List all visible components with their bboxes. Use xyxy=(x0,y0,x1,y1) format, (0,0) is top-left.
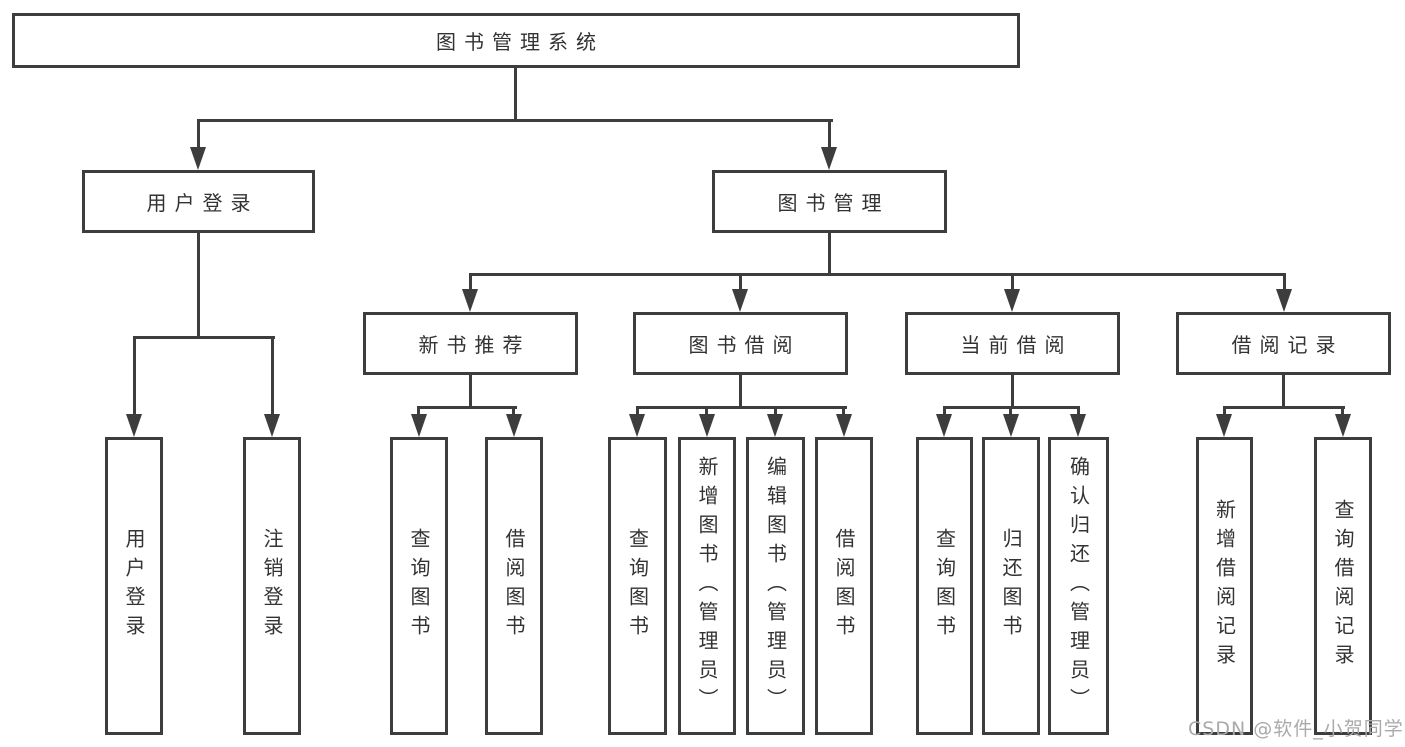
arrow-down-icon xyxy=(1003,414,1019,437)
arrow-down-icon xyxy=(1335,414,1351,437)
connector-segment xyxy=(1282,375,1285,409)
connector-segment xyxy=(469,273,472,292)
arrow-down-icon xyxy=(936,414,952,437)
arrow-down-icon xyxy=(126,414,142,437)
connector-segment xyxy=(943,406,946,418)
connector-segment xyxy=(1077,406,1080,418)
arrow-down-icon xyxy=(264,414,280,437)
node-label: 新增借阅记录 xyxy=(1212,499,1237,673)
node-book-borrow: 图书借阅 xyxy=(633,312,848,375)
connector-segment xyxy=(1011,273,1014,292)
leaf-query-borrow-record: 查询借阅记录 xyxy=(1314,437,1372,735)
connector-segment xyxy=(1283,273,1286,292)
connector-segment xyxy=(197,119,833,122)
arrow-down-icon xyxy=(411,414,427,437)
node-label: 查询图书 xyxy=(407,528,431,644)
node-label: 图书借阅 xyxy=(688,333,801,357)
connector-segment xyxy=(1011,375,1014,409)
node-root-library-system: 图书管理系统 xyxy=(12,13,1020,68)
connector-segment xyxy=(705,406,708,418)
connector-segment xyxy=(842,406,845,418)
node-label: 图书管理系统 xyxy=(436,30,604,54)
node-label: 新增图书（管理员） xyxy=(695,455,719,717)
connector-segment xyxy=(1341,406,1344,418)
node-label: 当前借阅 xyxy=(960,333,1073,357)
leaf-add-book-admin: 新增图书（管理员） xyxy=(678,437,736,735)
node-label: 查询借阅记录 xyxy=(1331,499,1355,673)
connector-segment xyxy=(417,406,420,418)
arrow-down-icon xyxy=(821,147,837,170)
node-label: 图书管理 xyxy=(777,191,890,215)
node-label: 用户登录 xyxy=(146,191,259,215)
node-user-login-branch: 用户登录 xyxy=(82,170,315,233)
connector-segment xyxy=(133,336,275,339)
node-new-book-recommend: 新书推荐 xyxy=(363,312,578,375)
leaf-return-book: 归还图书 xyxy=(982,437,1040,735)
arrow-down-icon xyxy=(190,147,206,170)
leaf-user-login: 用户登录 xyxy=(105,437,163,735)
connector-segment xyxy=(469,273,1286,276)
arrow-down-icon xyxy=(629,414,645,437)
node-label: 确认归还（管理员） xyxy=(1066,455,1091,717)
connector-segment xyxy=(469,375,472,409)
node-book-management-branch: 图书管理 xyxy=(712,170,947,233)
connector-segment xyxy=(739,273,742,292)
connector-segment xyxy=(774,406,777,418)
connector-segment xyxy=(636,406,639,418)
connector-segment xyxy=(828,233,831,276)
connector-segment xyxy=(133,336,136,418)
arrow-down-icon xyxy=(767,414,783,437)
leaf-query-book-1: 查询图书 xyxy=(390,437,448,735)
arrow-down-icon xyxy=(732,289,748,312)
connector-segment xyxy=(514,68,517,122)
connector-segment xyxy=(197,119,200,150)
arrow-down-icon xyxy=(1004,289,1020,312)
connector-segment xyxy=(636,406,847,409)
arrow-down-icon xyxy=(836,414,852,437)
node-label: 归还图书 xyxy=(999,528,1023,644)
node-current-borrow: 当前借阅 xyxy=(905,312,1120,375)
arrow-down-icon xyxy=(699,414,715,437)
leaf-add-borrow-record: 新增借阅记录 xyxy=(1196,437,1253,735)
node-borrow-record: 借阅记录 xyxy=(1176,312,1391,375)
arrow-down-icon xyxy=(1070,414,1086,437)
leaf-query-book-2: 查询图书 xyxy=(608,437,667,735)
leaf-query-book-3: 查询图书 xyxy=(916,437,973,735)
csdn-watermark: CSDN @软件_小贺同学 xyxy=(1188,718,1404,740)
arrow-down-icon xyxy=(1276,289,1292,312)
connector-segment xyxy=(1223,406,1226,418)
node-label: 编辑图书（管理员） xyxy=(763,455,788,717)
leaf-confirm-return-admin: 确认归还（管理员） xyxy=(1048,437,1109,735)
arrow-down-icon xyxy=(1216,414,1232,437)
node-label: 查询图书 xyxy=(625,528,650,644)
connector-segment xyxy=(417,406,517,409)
leaf-logout: 注销登录 xyxy=(243,437,301,735)
connector-segment xyxy=(739,375,742,409)
arrow-down-icon xyxy=(506,414,522,437)
node-label: 注销登录 xyxy=(260,528,284,644)
node-label: 借阅图书 xyxy=(502,528,526,644)
node-label: 借阅图书 xyxy=(832,528,856,644)
connector-segment xyxy=(197,233,200,339)
node-label: 借阅记录 xyxy=(1231,333,1344,357)
leaf-borrow-book-1: 借阅图书 xyxy=(485,437,543,735)
leaf-borrow-book-2: 借阅图书 xyxy=(815,437,873,735)
connector-segment xyxy=(828,119,831,150)
connector-segment xyxy=(271,336,274,418)
node-label: 查询图书 xyxy=(932,528,957,644)
node-label: 新书推荐 xyxy=(418,333,531,357)
connector-segment xyxy=(1009,406,1012,418)
leaf-edit-book-admin: 编辑图书（管理员） xyxy=(746,437,805,735)
connector-segment xyxy=(512,406,515,418)
connector-segment xyxy=(1223,406,1345,409)
arrow-down-icon xyxy=(462,289,478,312)
node-label: 用户登录 xyxy=(122,528,146,644)
